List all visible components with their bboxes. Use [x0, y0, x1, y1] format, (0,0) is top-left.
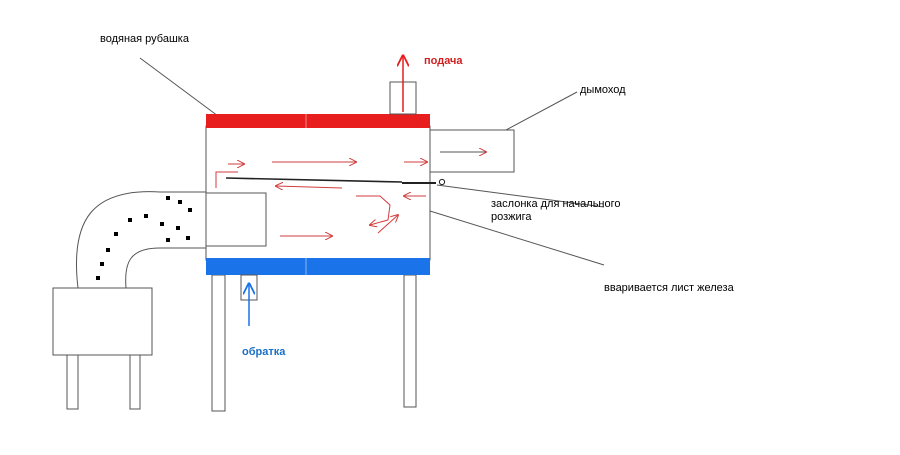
firebox-leg-left [66, 354, 79, 410]
label-return: обратка [242, 346, 286, 358]
label-damper-line2: розжига [491, 211, 532, 223]
damper-handle [438, 178, 446, 186]
inlet-pipe [205, 192, 267, 247]
label-welded-sheet: вваривается лист железа [604, 282, 734, 294]
boiler-leg-left [211, 274, 226, 412]
label-chimney: дымоход [580, 84, 626, 96]
firebox-leg-right [129, 354, 141, 410]
flow-arrows [215, 162, 427, 236]
feed-pipe [75, 191, 207, 289]
firebox-box [52, 287, 153, 356]
leader-water-jacket [139, 57, 219, 117]
water-jacket-bottom [206, 258, 430, 275]
damper-sheet [225, 177, 403, 183]
leader-chimney [505, 91, 578, 131]
water-jacket-top [206, 114, 430, 128]
label-supply: подача [424, 55, 463, 67]
label-water-jacket: водяная рубашка [100, 33, 189, 45]
coal-particles [96, 196, 192, 280]
boiler-leg-right [403, 274, 417, 408]
leader-damper [436, 184, 605, 208]
chimney-pipe [429, 129, 515, 173]
label-damper-line1: заслонка для начального [491, 198, 621, 210]
